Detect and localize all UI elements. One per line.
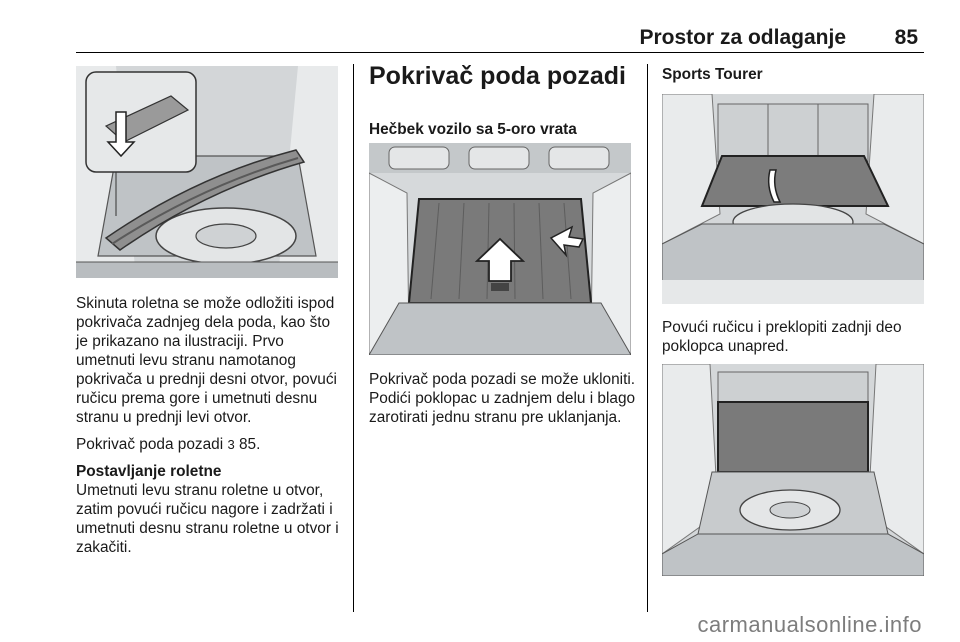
- figure-sports-tourer-folded: [662, 364, 924, 576]
- column-divider-1: [353, 64, 354, 612]
- sports-tourer-folded-illustration: [662, 364, 924, 576]
- column-1-text: Skinuta roletna se može odložiti ispod p…: [76, 294, 344, 565]
- running-header-title: Prostor za odlaganje: [639, 26, 846, 49]
- stow-instructions: Skinuta roletna se može odložiti ispod p…: [76, 295, 337, 426]
- figure-cover-stowed: [76, 66, 338, 278]
- figure-sports-tourer-floor: [662, 94, 924, 304]
- install-instructions: Umetnuti levu stranu roletne u otvor, za…: [76, 482, 339, 556]
- hatchback-instructions: Pokrivač poda pozadi se može ukloniti. P…: [369, 371, 636, 426]
- subheading-hatchback: Hečbek vozilo sa 5-oro vrata: [369, 121, 577, 138]
- header-rule: [76, 52, 924, 53]
- section-title: Pokrivač poda pozadi: [369, 62, 627, 90]
- subheading-install-cover: Postavljanje roletne: [76, 463, 222, 480]
- cover-stowed-illustration: [76, 66, 338, 278]
- cross-reference: Pokrivač poda pozadi 3 85.: [76, 435, 344, 454]
- sports-tourer-instructions: Povući ručicu i preklopiti zadnji deo po…: [662, 319, 902, 355]
- sports-tourer-floor-illustration: [662, 94, 924, 304]
- figure-hatchback-floor-cover: [369, 143, 631, 355]
- watermark: carmanualsonline.info: [697, 612, 922, 637]
- hatchback-floor-illustration: [369, 143, 631, 355]
- column-divider-2: [647, 64, 648, 612]
- page-number: 85: [894, 26, 918, 49]
- cross-reference-page[interactable]: 85.: [238, 436, 261, 453]
- subheading-sports-tourer: Sports Tourer: [662, 66, 763, 83]
- cross-reference-text: Pokrivač poda pozadi: [76, 436, 224, 453]
- page-ref-arrow-icon: 3: [227, 437, 235, 452]
- column-2-text: Pokrivač poda pozadi se može ukloniti. P…: [369, 370, 637, 435]
- column-3-text: Povući ručicu i preklopiti zadnji deo po…: [662, 318, 930, 364]
